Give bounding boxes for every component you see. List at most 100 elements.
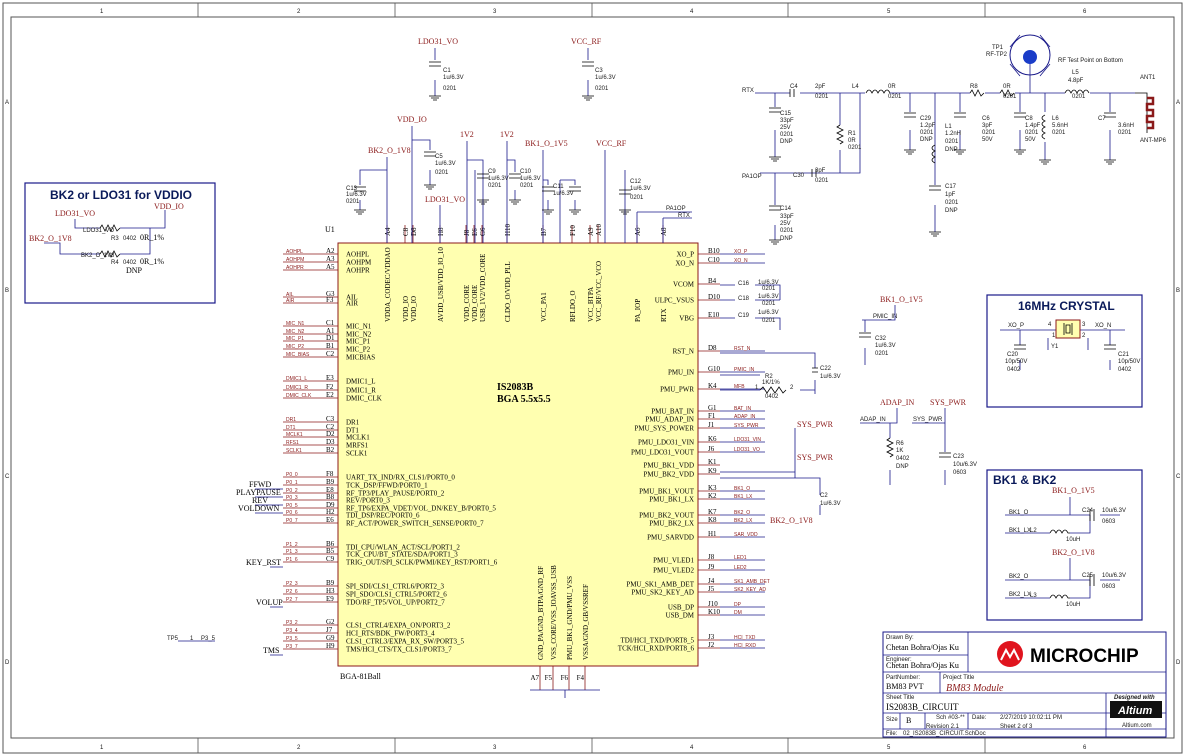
left-pin-ball: F8 bbox=[326, 470, 334, 478]
right-pin-ball: F1 bbox=[708, 412, 716, 420]
left-pin-net: AIR bbox=[286, 298, 295, 304]
tb-altium: Altium bbox=[1117, 705, 1152, 717]
ground-icon bbox=[769, 239, 781, 245]
left-pin-ball: A3 bbox=[326, 255, 335, 263]
left-pin-name: REV/PORT0_3 bbox=[346, 497, 390, 505]
top-pin-name: RTX bbox=[660, 308, 668, 322]
left-pin-name: AOHPL bbox=[346, 251, 369, 259]
ic-package: BGA 5.5x5.5 bbox=[497, 394, 551, 405]
tb-part-label: PartNumber: bbox=[886, 675, 920, 681]
power-input-section: BK1_O_1V5 PMIC_IN C32 1u/6.3V 0201 ADAP_… bbox=[859, 295, 977, 485]
cap-symbol-icon bbox=[1104, 112, 1116, 118]
net-vdd-io: VDD_IO bbox=[154, 202, 184, 211]
left-pin-name: UART_TX_IND/RX_CLS1/PORT0_0 bbox=[346, 474, 455, 482]
c23-ref: C23 bbox=[953, 454, 965, 460]
title-block: Drawn By: Chetan Bohra/Ojas Ku Engineer:… bbox=[882, 631, 1167, 738]
left-pin-ball: D1 bbox=[326, 334, 335, 342]
ic-right-support: C16 1u/6.3V 0201 C18 1u/6.3V 0201 C19 1u… bbox=[720, 280, 841, 525]
r6-ref: R6 bbox=[896, 441, 904, 447]
right-pin-net: XO_N bbox=[734, 258, 748, 264]
rf-c4-val: 2pF bbox=[815, 84, 826, 90]
right-pin-ball: K7 bbox=[708, 508, 717, 516]
right-pin-name: PMU_ADAP_IN bbox=[645, 416, 694, 424]
rf-r8-val: 0R bbox=[1003, 84, 1011, 90]
right-pin-net: DM bbox=[734, 610, 742, 616]
rf-c29-ref: C29 bbox=[920, 116, 932, 122]
tb-sch: Sch #03-** bbox=[936, 715, 965, 721]
top-pin-name: VDD_IO bbox=[402, 296, 410, 322]
rf-c8-ref: C8 bbox=[1025, 116, 1033, 122]
left-pin-name: MIC_N1 bbox=[346, 323, 372, 331]
rf-c30-ref: C30 bbox=[793, 173, 805, 179]
ic-name: IS2083B bbox=[497, 382, 533, 393]
right-pin-net: DP bbox=[734, 602, 742, 608]
left-pin-ball: F2 bbox=[326, 383, 334, 391]
crystal-ref: Y1 bbox=[1051, 344, 1059, 350]
c3-ref: C3 bbox=[595, 68, 603, 74]
grid-col-bottom-2: 2 bbox=[297, 745, 301, 751]
microchip-logo-icon: MICROCHIP bbox=[997, 641, 1139, 667]
c10-pkg: 0201 bbox=[520, 183, 534, 189]
bottom-pin-name: GND_PA/GND_BTPA/GND_RF bbox=[537, 566, 545, 660]
left-pin-net: P2_3 bbox=[286, 581, 298, 587]
right-pin-ball: G10 bbox=[708, 365, 721, 373]
tb-engineer: Chetan Bohra/Ojas Ku bbox=[886, 661, 959, 670]
ground-icon bbox=[1104, 159, 1116, 165]
left-pin-net: P1_3 bbox=[286, 549, 298, 555]
right-pin-ball: B4 bbox=[708, 277, 717, 285]
grid-col-top-2: 2 bbox=[297, 9, 301, 15]
right-pin-net: BK1_LX bbox=[734, 494, 753, 500]
tb-sheet-label: Sheet Title bbox=[886, 695, 915, 701]
ground-icon bbox=[954, 149, 966, 155]
c2-ref: C2 bbox=[820, 493, 828, 499]
top-pin-name: CLDO_O/VDD_PLL bbox=[504, 261, 512, 322]
rf-c30-pkg: 0201 bbox=[815, 178, 829, 184]
top-pin-ball: F10 bbox=[569, 225, 577, 236]
top-pin-name: VDDA_CODEC/VDDAO bbox=[384, 247, 392, 322]
right-pin-ball: G1 bbox=[708, 404, 717, 412]
top-pin-name: USB_1V2/VDD_CORE bbox=[479, 254, 487, 322]
left-pin-net: P0_6 bbox=[286, 510, 298, 516]
rf-r8-pkg: 0201 bbox=[1003, 94, 1017, 100]
tb-engineer-label: Engineer: bbox=[886, 657, 912, 663]
top-supply-section: LDO31_VO VCC_RF VDD_IO BK2_O_1V8 1V2 1V2… bbox=[346, 37, 692, 243]
tp5-ref: TP5 bbox=[167, 636, 179, 642]
c11-val: 1u/6.3V bbox=[553, 191, 574, 197]
grid-col-bottom-6: 6 bbox=[1083, 745, 1087, 751]
cap-symbol-icon bbox=[429, 61, 441, 67]
r4-dnp: DNP bbox=[126, 266, 143, 275]
right-pin-name: PMU_SYS_POWER bbox=[634, 425, 694, 433]
rf-c4-ref: C4 bbox=[790, 84, 798, 90]
grid-col-bottom-3: 3 bbox=[493, 745, 497, 751]
right-pin-name: TDI/HCI_TXD/PORT8_5 bbox=[621, 637, 695, 645]
left-pin-net: P0_0 bbox=[286, 472, 298, 478]
left-pin-net: P1_6 bbox=[286, 557, 298, 563]
left-pin-net: MCLK1 bbox=[286, 432, 303, 438]
left-pin-name: CLS1_CTRL3/EXPA_RX_SW/PORT3_5 bbox=[346, 638, 464, 646]
rf-c6-ref: C6 bbox=[982, 116, 990, 122]
tb-revision: Revision 2.1 bbox=[926, 724, 960, 730]
ground-icon bbox=[904, 149, 916, 155]
vddio-box-title: BK2 or LDO31 for VDDIO bbox=[50, 188, 192, 202]
ground-icon bbox=[509, 199, 521, 205]
left-pin-ball: C9 bbox=[326, 555, 335, 563]
rf-l1-v0: 1.2nH bbox=[945, 131, 961, 137]
top-pin-name: VDD_CORE bbox=[471, 285, 479, 322]
grid-col-bottom-5: 5 bbox=[887, 745, 891, 751]
supply-bk1-o-1v5-r: BK1_O_1V5 bbox=[880, 295, 923, 304]
right-pin-net: HCI_TXD bbox=[734, 635, 756, 641]
top-pin-name: AVDD_USB/VDD_IO_10 bbox=[437, 247, 445, 322]
ground-icon bbox=[569, 209, 581, 215]
left-pin-ball: H2 bbox=[326, 508, 335, 516]
bottom-pin-name: VSSA/GND_GB/VSSREF bbox=[582, 584, 590, 660]
left-pin-ball: B9 bbox=[326, 579, 335, 587]
right-pin-ball: D8 bbox=[708, 344, 717, 352]
c18-ref: C18 bbox=[738, 296, 750, 302]
right-pin-name: PMU_IN bbox=[668, 369, 694, 377]
cap-symbol-icon bbox=[929, 185, 941, 191]
right-pin-name: PMU_BK1_LX bbox=[649, 496, 694, 504]
left-pin-ball: H9 bbox=[326, 642, 335, 650]
label-rev: REV bbox=[252, 496, 268, 505]
